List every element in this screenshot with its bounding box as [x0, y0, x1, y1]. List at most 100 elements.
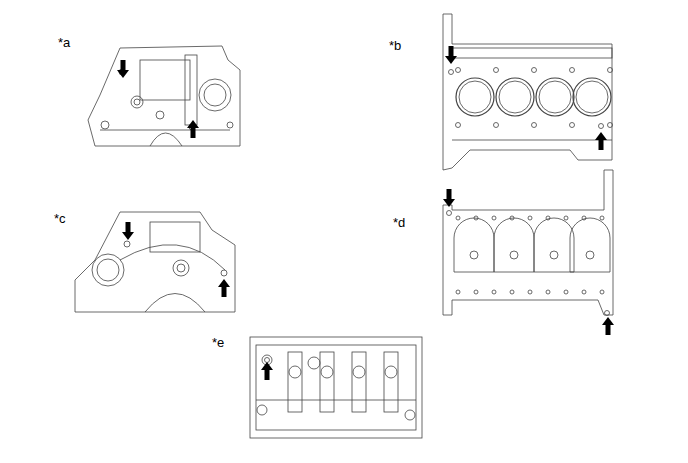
pointer-arrow — [187, 120, 199, 138]
block-detail — [384, 352, 398, 412]
view-label: *b — [389, 39, 401, 52]
pointer-arrow — [445, 46, 457, 64]
bore-or-hole — [570, 68, 575, 73]
bore-or-hole — [124, 241, 130, 247]
block-detail — [185, 55, 197, 125]
bore-or-hole — [199, 79, 231, 111]
bore-or-hole — [564, 290, 568, 294]
bore-or-hole — [456, 123, 461, 128]
bore-or-hole — [456, 68, 461, 73]
bore-or-hole — [97, 259, 119, 281]
bore-or-hole — [134, 99, 140, 105]
pointer-arrow — [443, 189, 455, 207]
pointer-arrow — [218, 279, 230, 297]
bore-or-hole — [573, 78, 611, 116]
bore-or-hole — [586, 251, 594, 259]
pointer-arrow — [595, 132, 607, 150]
block-detail — [256, 400, 416, 401]
bore-or-hole — [204, 84, 226, 106]
bore-or-hole — [321, 366, 333, 378]
bore-or-hole — [600, 216, 604, 220]
block-detail — [100, 130, 230, 131]
block-detail — [145, 294, 205, 313]
bore-or-hole — [131, 96, 143, 108]
bore-or-hole — [449, 70, 454, 75]
view-label: *a — [58, 36, 70, 49]
block-detail — [250, 337, 422, 438]
pointer-arrow — [261, 362, 273, 380]
bore-or-hole — [600, 290, 604, 294]
crank-bearing — [534, 218, 574, 272]
bore-or-hole — [532, 68, 537, 73]
block-detail — [150, 133, 182, 146]
bore-or-hole — [510, 216, 514, 220]
bore-or-hole — [456, 78, 494, 116]
bore-or-hole — [289, 366, 301, 378]
bore-or-hole — [528, 290, 532, 294]
crank-bearing — [454, 218, 494, 272]
bore-or-hole — [608, 68, 613, 73]
bore-or-hole — [570, 123, 575, 128]
block-views — [75, 14, 613, 438]
bore-or-hole — [492, 290, 496, 294]
bore-or-hole — [456, 216, 460, 220]
bore-or-hole — [532, 123, 537, 128]
view-label: *e — [212, 336, 224, 349]
bore-or-hole — [510, 290, 514, 294]
bore-or-hole — [605, 311, 610, 316]
block-outline — [443, 14, 612, 170]
bore-or-hole — [582, 216, 586, 220]
bore-or-hole — [257, 405, 267, 415]
bore-or-hole — [456, 290, 460, 294]
block-detail — [150, 222, 200, 252]
bore-or-hole — [492, 216, 496, 220]
bore-or-hole — [221, 270, 227, 276]
bore-or-hole — [447, 211, 452, 216]
block-outline — [75, 212, 235, 312]
bore-or-hole — [582, 290, 586, 294]
bore-or-hole — [599, 124, 604, 129]
bore-or-hole — [177, 264, 185, 272]
block-detail — [352, 352, 366, 412]
bore-or-hole — [550, 251, 558, 259]
bore-or-hole — [459, 81, 491, 113]
block-outline — [88, 46, 240, 146]
bore-or-hole — [546, 290, 550, 294]
pointer-arrow — [122, 222, 134, 240]
block-detail — [452, 140, 612, 141]
crank-bearing — [570, 218, 610, 272]
block-detail — [320, 352, 334, 412]
bore-or-hole — [546, 216, 550, 220]
bore-or-hole — [156, 111, 164, 119]
bore-or-hole — [608, 123, 613, 128]
bore-or-hole — [474, 290, 478, 294]
bore-or-hole — [92, 254, 124, 286]
bore-or-hole — [353, 366, 365, 378]
bore-or-hole — [528, 216, 532, 220]
block-detail — [120, 245, 225, 270]
view-label: *d — [393, 216, 405, 229]
pointer-arrow — [117, 60, 129, 78]
bore-or-hole — [494, 123, 499, 128]
bore-or-hole — [405, 410, 415, 420]
block-detail — [288, 352, 302, 412]
bore-or-hole — [539, 81, 571, 113]
bore-or-hole — [265, 358, 270, 363]
view-label: *c — [54, 212, 66, 225]
bore-or-hole — [499, 81, 531, 113]
block-outline — [443, 170, 613, 315]
bore-or-hole — [564, 216, 568, 220]
block-detail — [452, 48, 612, 58]
bore-or-hole — [510, 251, 518, 259]
bore-or-hole — [496, 78, 534, 116]
bore-or-hole — [474, 216, 478, 220]
pointer-arrow — [602, 317, 614, 335]
bore-or-hole — [308, 357, 320, 369]
bore-or-hole — [227, 122, 233, 128]
bore-or-hole — [173, 260, 189, 276]
block-detail — [256, 345, 416, 430]
bore-or-hole — [536, 78, 574, 116]
bore-or-hole — [101, 121, 109, 129]
